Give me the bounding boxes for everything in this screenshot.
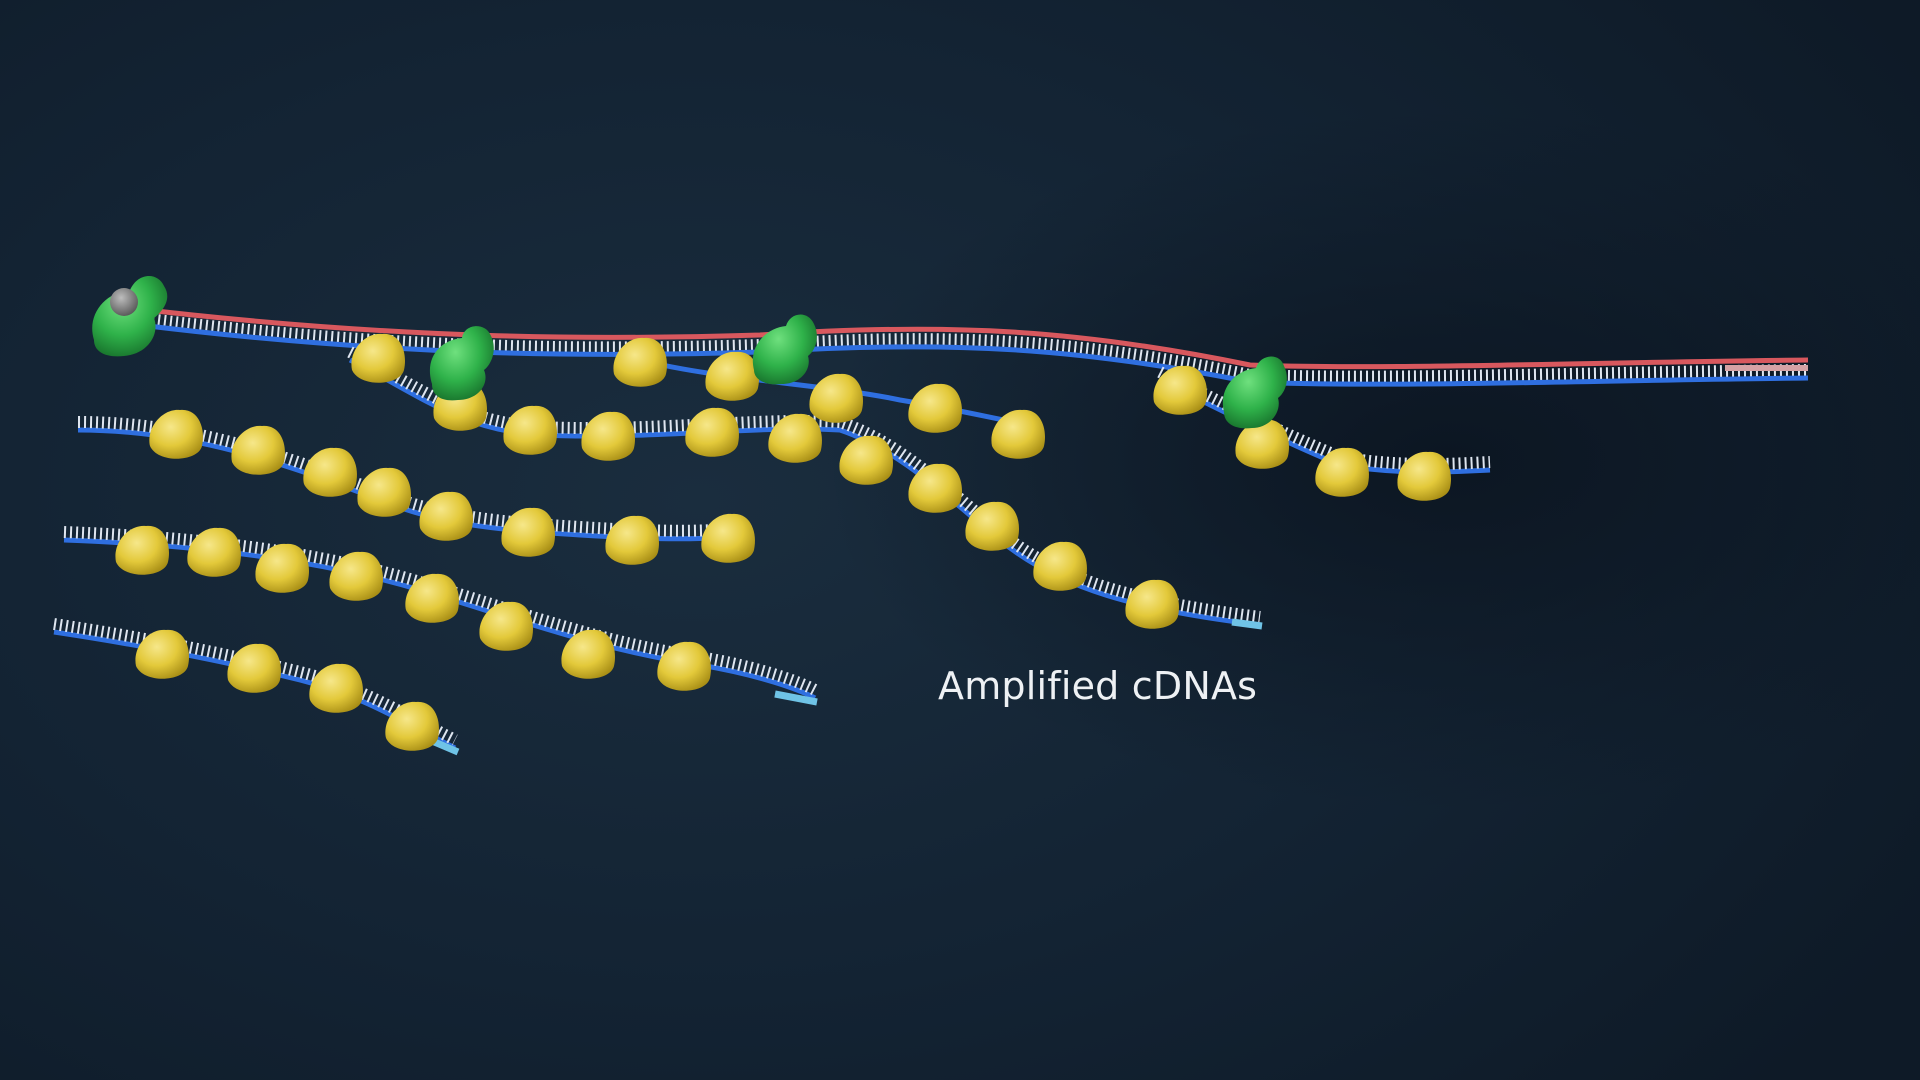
binding-protein-blob xyxy=(1315,447,1370,497)
binding-protein-blob xyxy=(351,333,406,383)
binding-protein-blob xyxy=(705,351,760,401)
cdna-strand-branch xyxy=(348,357,1261,628)
primer-segment xyxy=(1231,618,1263,630)
binding-protein-blob xyxy=(503,405,558,455)
binding-protein-blob xyxy=(405,573,460,623)
binding-protein-blob xyxy=(187,527,242,577)
cap-sphere xyxy=(110,288,138,316)
binding-protein-blob xyxy=(1397,451,1452,501)
binding-protein-blob xyxy=(419,491,474,541)
binding-protein-blob xyxy=(329,551,384,601)
binding-protein-blob xyxy=(908,463,963,513)
polymerase-blob xyxy=(92,275,168,357)
binding-proteins xyxy=(115,333,1452,751)
caption-label: Amplified cDNAs xyxy=(938,664,1258,708)
binding-protein-blob xyxy=(231,425,286,475)
binding-protein-blob xyxy=(991,409,1046,459)
binding-protein-blob xyxy=(581,411,636,461)
polymerase-blob xyxy=(429,326,494,401)
polymerase-blob xyxy=(1222,356,1287,429)
binding-protein-blob xyxy=(501,507,556,557)
binding-protein-blob xyxy=(479,601,534,651)
binding-protein-blob xyxy=(768,413,823,463)
binding-protein-blob xyxy=(149,409,204,459)
binding-protein-blob xyxy=(303,447,358,497)
binding-protein-blob xyxy=(1235,419,1290,469)
binding-protein-blob xyxy=(135,629,190,679)
binding-protein-blob xyxy=(605,515,660,565)
binding-protein-blob xyxy=(839,435,894,485)
binding-protein-blob xyxy=(1033,541,1088,591)
polymerase-blob xyxy=(752,314,817,385)
binding-protein-blob xyxy=(255,543,310,593)
binding-protein-blob xyxy=(657,641,712,691)
binding-protein-blob xyxy=(685,407,740,457)
binding-protein-blob xyxy=(701,513,756,563)
binding-protein-blob xyxy=(1125,579,1180,629)
binding-protein-blob xyxy=(115,525,170,575)
polymerase-enzymes xyxy=(92,275,1287,429)
binding-protein-blob xyxy=(1153,365,1208,415)
binding-protein-blob xyxy=(809,373,864,423)
binding-protein-blob xyxy=(357,467,412,517)
binding-protein-blob xyxy=(965,501,1020,551)
primer-segment xyxy=(774,690,818,706)
cdna-base-pairs xyxy=(347,346,1261,623)
binding-protein-blob xyxy=(561,629,616,679)
binding-protein-blob xyxy=(385,701,440,751)
binding-protein-blob xyxy=(613,337,668,387)
binding-protein-blob xyxy=(908,383,963,433)
binding-protein-blob xyxy=(227,643,282,693)
binding-protein-blob xyxy=(309,663,364,713)
